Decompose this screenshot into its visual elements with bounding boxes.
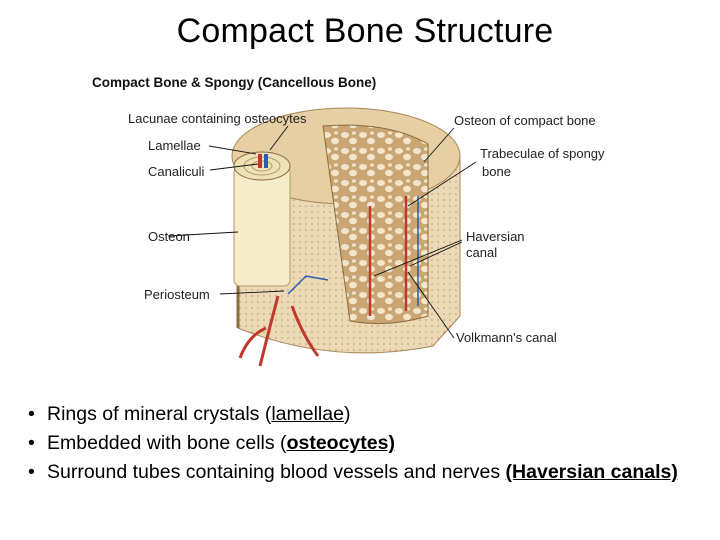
bullet-emphasis: osteocytes) — [286, 432, 395, 454]
bullet-item: Surround tubes containing blood vessels … — [28, 458, 688, 487]
bullet-list: Rings of mineral crystals (lamellae) Emb… — [28, 400, 688, 487]
leader-lines — [167, 125, 477, 339]
bullet-item: Embedded with bone cells (osteocytes) — [28, 429, 688, 458]
diagram-heading: Compact Bone & Spongy (Cancellous Bone) — [92, 75, 376, 90]
bone-structure-diagram: Compact Bone & Spongy (Cancellous Bone) — [88, 66, 634, 384]
bullet-emphasis: lamellae — [271, 403, 344, 425]
label-trabeculae-2: bone — [482, 164, 511, 179]
label-canaliculi: Canaliculi — [148, 164, 204, 179]
periosteum-vessels — [238, 295, 320, 367]
slide-title: Compact Bone Structure — [176, 12, 554, 50]
bullet-text: Embedded with bone cells ( — [47, 432, 287, 454]
bullet-item: Rings of mineral crystals (lamellae) — [28, 400, 688, 429]
bullet-text: Surround tubes containing blood vessels … — [47, 461, 506, 483]
bullet-text-end: ) — [343, 403, 351, 425]
label-haversian-1: Haversian — [466, 229, 525, 244]
spongy-bone-region — [322, 124, 429, 325]
label-osteon: Osteon — [148, 229, 190, 244]
osteon-cylinder — [233, 165, 291, 287]
label-lamellae: Lamellae — [148, 138, 201, 153]
bullet-text: Rings of mineral crystals ( — [47, 403, 272, 425]
bone-diagram-svg: Compact Bone & Spongy (Cancellous Bone) — [92, 75, 605, 367]
label-trabeculae-1: Trabeculae of spongy — [480, 146, 605, 161]
bullet-emphasis: (Haversian canals) — [505, 461, 678, 483]
label-haversian-2: canal — [466, 245, 497, 260]
label-periosteum: Periosteum — [144, 287, 210, 302]
label-osteon-compact-bone: Osteon of compact bone — [454, 113, 596, 128]
bone-cylinder — [231, 107, 461, 367]
label-volkmanns-canal: Volkmann's canal — [456, 330, 557, 345]
label-lacunae: Lacunae containing osteocytes — [128, 111, 307, 126]
